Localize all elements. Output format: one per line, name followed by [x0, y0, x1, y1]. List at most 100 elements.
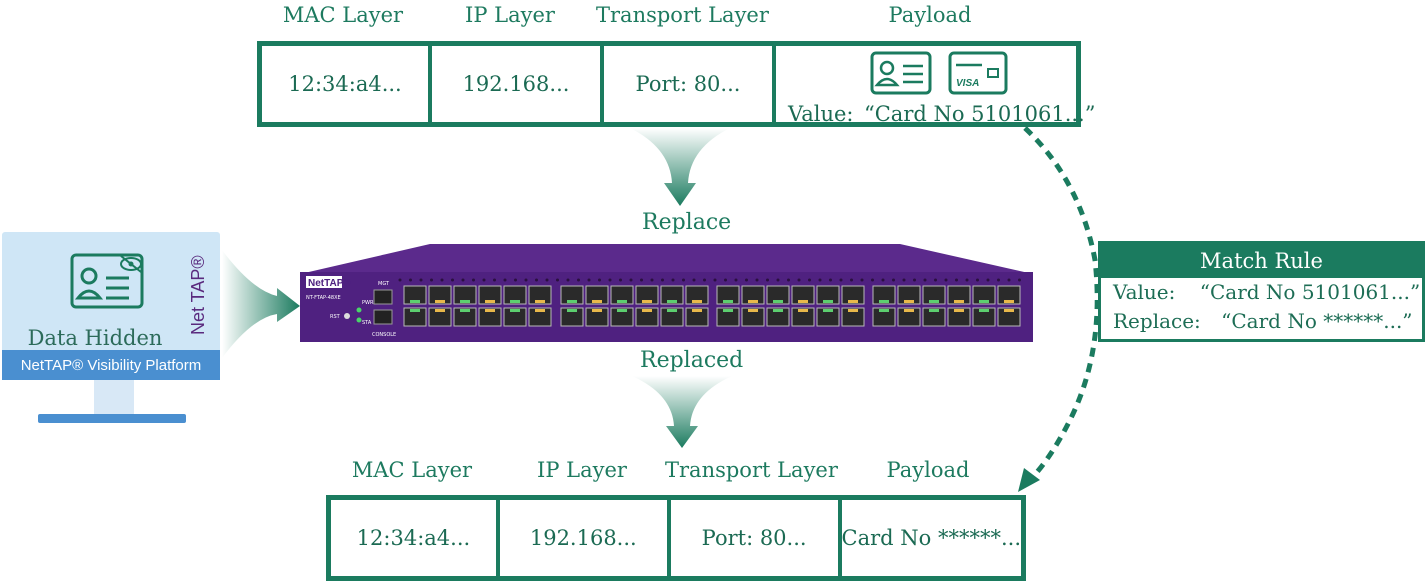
nettap-vertical-logo: Net TAP®	[188, 255, 208, 335]
port-led	[773, 309, 783, 312]
sfp-port	[503, 285, 527, 305]
port-led	[979, 309, 989, 312]
vent-hole	[692, 278, 696, 282]
match-value-label: Value:	[1113, 280, 1176, 304]
vent-hole	[461, 278, 465, 282]
port-led	[904, 300, 914, 303]
vent-hole	[682, 278, 685, 282]
vent-hole	[818, 278, 822, 282]
sfp-port	[560, 307, 584, 327]
port-led	[929, 309, 939, 312]
top-cell-transport: Port: 80...	[600, 46, 772, 122]
port-led	[773, 300, 783, 303]
port-led	[642, 309, 652, 312]
match-rule-box: Match Rule Value: “Card No 5101061...” R…	[1098, 241, 1425, 342]
vent-hole	[398, 278, 402, 282]
match-rule-title-text: Match Rule	[1200, 249, 1323, 273]
port-led	[954, 309, 964, 312]
sfp-port	[922, 285, 946, 305]
port-led	[435, 309, 445, 312]
platform-text: NetTAP® Visibility Platform	[20, 356, 202, 374]
port-led	[879, 309, 889, 312]
bottom-header-ip: IP Layer	[537, 458, 627, 482]
sfp-port	[897, 307, 921, 327]
sfp-port	[428, 285, 452, 305]
top-packet: 12:34:a4... 192.168... Port: 80... VISA …	[257, 41, 1095, 127]
sfp-port	[766, 307, 790, 327]
sfp-port	[528, 307, 552, 327]
vent-hole	[860, 278, 864, 282]
sfp-port	[716, 285, 740, 305]
vent-hole	[997, 278, 1000, 282]
vent-hole	[514, 278, 517, 282]
sfp-port	[972, 285, 996, 305]
port-led	[435, 300, 445, 303]
svg-text:RST: RST	[330, 314, 341, 320]
match-replace-value: “Card No ******...”	[1221, 309, 1413, 333]
sfp-port	[872, 285, 896, 305]
sfp-port	[972, 307, 996, 327]
hide-arrow	[222, 250, 300, 358]
vent-hole	[703, 278, 706, 282]
sfp-port	[660, 285, 684, 305]
vent-hole	[724, 278, 727, 282]
vent-hole	[577, 278, 580, 282]
sfp-port	[872, 307, 896, 327]
sfp-port	[403, 307, 427, 327]
sfp-port	[816, 307, 840, 327]
replaced-label: Replaced	[640, 348, 744, 373]
vent-hole	[1018, 278, 1021, 282]
vent-hole	[482, 278, 486, 282]
port-led	[667, 300, 677, 303]
port-led	[642, 300, 652, 303]
vent-hole	[797, 278, 801, 282]
vent-hole	[944, 278, 948, 282]
port-led	[723, 309, 733, 312]
port-led	[904, 309, 914, 312]
replace-arrow	[630, 128, 730, 206]
match-value: “Card No 5101061...”	[1199, 280, 1421, 304]
vent-hole	[745, 278, 748, 282]
sfp-port	[478, 307, 502, 327]
top-cell-payload: VISA Value: “Card No 5101061...”	[772, 46, 1095, 126]
visa-card-icon: VISA	[948, 51, 1008, 95]
top-ip-value: 192.168...	[462, 72, 570, 96]
sfp-port	[685, 285, 709, 305]
sfp-port	[897, 285, 921, 305]
vent-hole	[535, 278, 538, 282]
vent-hole	[419, 278, 423, 282]
port-led	[567, 300, 577, 303]
port-led	[485, 300, 495, 303]
sfp-port	[585, 307, 609, 327]
match-rule-value-line: Value: “Card No 5101061...”	[1101, 278, 1422, 307]
vent-hole	[545, 278, 549, 282]
sfp-port	[922, 307, 946, 327]
id-card-icon	[870, 51, 932, 95]
nettap-device: NetTAP® NT-FTAP-48XE MGT CONSOLE RST PWR…	[300, 244, 1033, 342]
port-led	[954, 300, 964, 303]
vent-hole	[524, 278, 528, 282]
sfp-port	[716, 307, 740, 327]
bottom-cell-mac: 12:34:a4...	[331, 500, 496, 576]
port-led	[667, 309, 677, 312]
svg-text:NT-FTAP-48XE: NT-FTAP-48XE	[306, 295, 341, 301]
sfp-port	[997, 285, 1021, 305]
vent-hole	[671, 278, 675, 282]
svg-text:PWR: PWR	[362, 300, 374, 306]
port-led	[617, 309, 627, 312]
port-led	[798, 309, 808, 312]
replace-label: Replace	[642, 210, 732, 235]
vent-hole	[839, 278, 843, 282]
sfp-port	[660, 307, 684, 327]
port-led	[410, 300, 420, 303]
vent-hole	[734, 278, 738, 282]
svg-text:CONSOLE: CONSOLE	[372, 332, 396, 338]
svg-text:MGT: MGT	[378, 281, 390, 287]
port-led	[485, 309, 495, 312]
sfp-port	[585, 285, 609, 305]
top-header-ip: IP Layer	[465, 3, 555, 27]
vent-hole	[409, 278, 412, 282]
sfp-port	[841, 285, 865, 305]
payload-value: “Card No 5101061...”	[864, 102, 1096, 126]
sfp-port	[560, 285, 584, 305]
